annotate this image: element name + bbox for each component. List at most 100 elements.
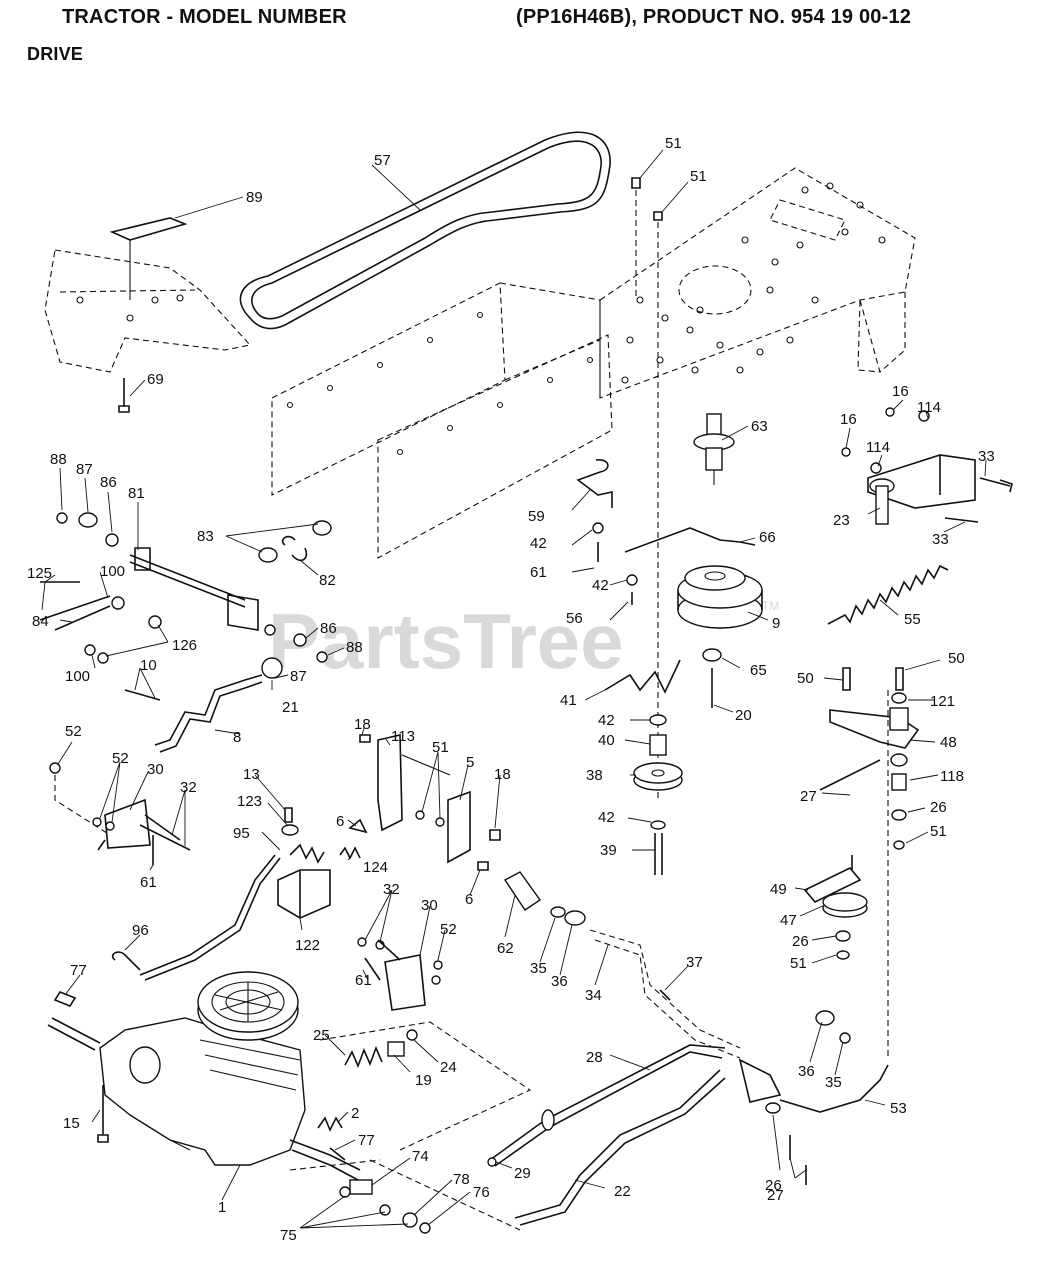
- callout-27: 27: [800, 788, 817, 805]
- callout-61: 61: [140, 874, 157, 891]
- callout-39: 39: [600, 842, 617, 859]
- callout-89: 89: [246, 189, 263, 206]
- callout-26: 26: [930, 799, 947, 816]
- callout-16: 16: [840, 411, 857, 428]
- callout-75: 75: [280, 1227, 297, 1244]
- callout-52: 52: [440, 921, 457, 938]
- callout-42: 42: [592, 577, 609, 594]
- callout-18: 18: [354, 716, 371, 733]
- callout-42: 42: [598, 809, 615, 826]
- drive-belt: [239, 131, 611, 330]
- callout-15: 15: [63, 1115, 80, 1132]
- callout-87: 87: [76, 461, 93, 478]
- callout-114: 114: [866, 439, 890, 456]
- callout-51: 51: [665, 135, 682, 152]
- callout-41: 41: [560, 692, 577, 709]
- callout-16: 16: [892, 383, 909, 400]
- callout-36: 36: [798, 1063, 815, 1080]
- callout-69: 69: [147, 371, 164, 388]
- part-125-link-assembly: [39, 581, 162, 664]
- callout-20: 20: [735, 707, 752, 724]
- part-69-bolt: [118, 378, 130, 413]
- callout-66: 66: [759, 529, 776, 546]
- callout-38: 38: [586, 767, 603, 784]
- callout-49: 49: [770, 881, 787, 898]
- callout-1: 1: [218, 1199, 226, 1216]
- callout-52: 52: [112, 750, 129, 767]
- callout-83: 83: [197, 528, 214, 545]
- part-23-bracket: [841, 407, 1013, 525]
- callout-32: 32: [383, 881, 400, 898]
- callout-87: 87: [290, 668, 307, 685]
- part-28-rod: [487, 1044, 726, 1226]
- callout-18: 18: [494, 766, 511, 783]
- callout-42: 42: [530, 535, 547, 552]
- callout-114: 114: [917, 399, 941, 416]
- callout-121: 121: [930, 693, 955, 710]
- callout-10: 10: [140, 657, 157, 674]
- part-55-spring: [827, 564, 949, 625]
- callout-26: 26: [765, 1177, 782, 1194]
- callout-88: 88: [50, 451, 67, 468]
- callout-78: 78: [453, 1171, 470, 1188]
- callout-95: 95: [233, 825, 250, 842]
- callout-22: 22: [614, 1183, 631, 1200]
- callout-50: 50: [797, 670, 814, 687]
- part-48-idler-arm: [819, 667, 920, 850]
- callout-61: 61: [355, 972, 372, 989]
- callout-81: 81: [128, 485, 145, 502]
- part-36-35-lower-right: [738, 1010, 851, 1185]
- callout-6: 6: [336, 813, 344, 830]
- part-47-pulley: [803, 690, 889, 1060]
- callout-59: 59: [528, 508, 545, 525]
- callout-48: 48: [940, 734, 957, 751]
- callout-56: 56: [566, 610, 583, 627]
- callout-51: 51: [790, 955, 807, 972]
- callout-2: 2: [351, 1105, 359, 1122]
- callout-34: 34: [585, 987, 602, 1004]
- watermark-tm: TM: [762, 599, 779, 613]
- callout-27: 27: [767, 1187, 784, 1204]
- part-113-bracket: [348, 734, 501, 871]
- callout-13: 13: [243, 766, 260, 783]
- callout-51: 51: [432, 739, 449, 756]
- callout-32: 32: [180, 779, 197, 796]
- callout-77: 77: [70, 962, 87, 979]
- callout-86: 86: [100, 474, 117, 491]
- callout-51: 51: [930, 823, 947, 840]
- callout-42: 42: [598, 712, 615, 729]
- callout-35: 35: [825, 1074, 842, 1091]
- part-30-bracket-lower: [357, 937, 443, 1011]
- callout-113: 113: [391, 728, 415, 745]
- part-53-rod: [779, 1064, 889, 1113]
- part-74-spacers: [339, 1159, 521, 1234]
- callout-55: 55: [904, 611, 921, 628]
- part-51-nuts: [631, 177, 663, 800]
- watermark-text: PartsTree: [268, 597, 624, 685]
- part-86-87-88-lower: [293, 633, 328, 663]
- callout-24: 24: [440, 1059, 457, 1076]
- callout-36: 36: [551, 973, 568, 990]
- callout-52: 52: [65, 723, 82, 740]
- callout-33: 33: [932, 531, 949, 548]
- tractor-frame: [44, 167, 916, 559]
- callout-33: 33: [978, 448, 995, 465]
- callout-50: 50: [948, 650, 965, 667]
- product-number-title: (PP16H46B), PRODUCT NO. 954 19 00-12: [516, 6, 912, 28]
- callout-86: 86: [320, 620, 337, 637]
- page-title: TRACTOR - MODEL NUMBER: [62, 6, 347, 28]
- part-25-spring: [317, 1021, 532, 1161]
- callout-118: 118: [940, 768, 964, 785]
- callout-96: 96: [132, 922, 149, 939]
- part-8-lever: [124, 657, 283, 753]
- callout-30: 30: [421, 897, 438, 914]
- callout-26: 26: [792, 933, 809, 950]
- callout-100: 100: [100, 563, 125, 580]
- callout-126: 126: [172, 637, 197, 654]
- part-81-rod-assembly: [56, 512, 276, 636]
- callout-51: 51: [690, 168, 707, 185]
- callout-21: 21: [282, 699, 299, 716]
- callout-53: 53: [890, 1100, 907, 1117]
- callout-125: 125: [27, 565, 52, 582]
